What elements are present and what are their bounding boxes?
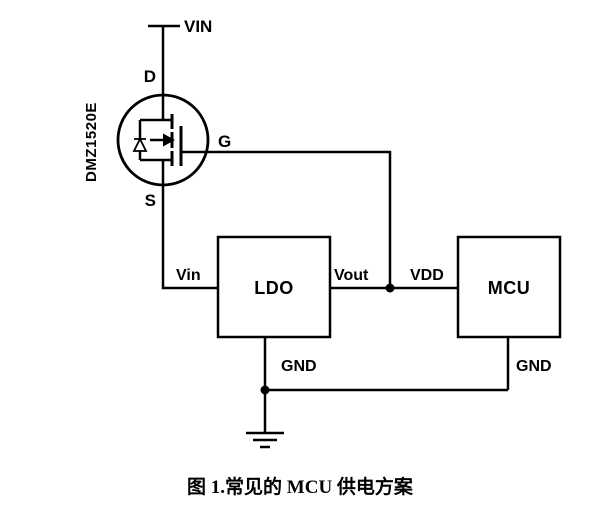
- figure-caption: 图 1.常见的 MCU 供电方案: [187, 475, 414, 498]
- mosfet-symbol: [132, 114, 183, 166]
- mosfet-part-label: DMZ1520E: [83, 102, 100, 182]
- drain-label: D: [144, 67, 156, 86]
- gate-wire: [181, 150, 392, 288]
- ldo-ground-label: GND: [281, 358, 317, 375]
- mcu-ground-label: GND: [516, 358, 552, 375]
- source-wire: [161, 160, 218, 290]
- gate-label: G: [218, 132, 231, 151]
- ldo-output-label: Vout: [334, 267, 369, 284]
- ldo-name-label: LDO: [254, 278, 294, 298]
- ldo-input-label: Vin: [176, 267, 201, 284]
- ground-symbol-icon: [246, 431, 284, 449]
- mcu-name-label: MCU: [488, 278, 531, 298]
- mcu-supply-label: VDD: [410, 267, 444, 284]
- source-label: S: [145, 191, 156, 210]
- substrate-arrow-icon: [150, 133, 175, 147]
- substrate-arrow-head: [163, 133, 175, 147]
- body-diode-icon: [132, 120, 148, 160]
- vin-label: VIN: [184, 17, 212, 36]
- body-diode-triangle: [132, 136, 148, 152]
- junction-dot: [385, 283, 395, 293]
- ldo-box: [216, 235, 332, 339]
